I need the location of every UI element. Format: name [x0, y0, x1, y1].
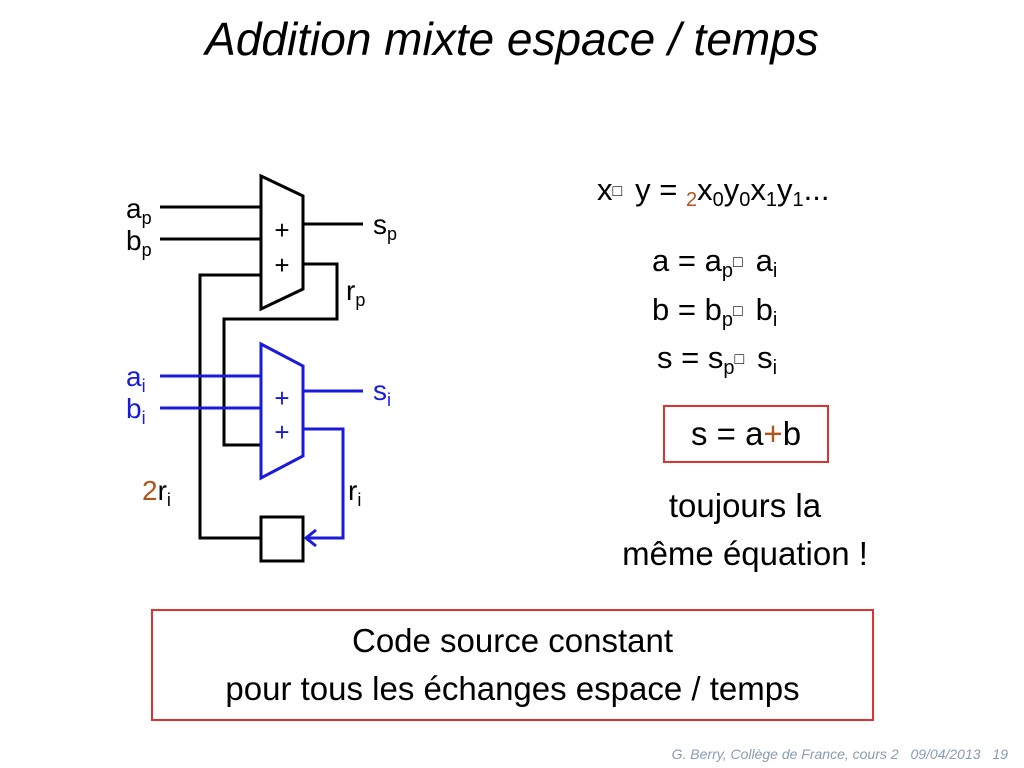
footer-date: 09/04/2013 — [910, 746, 981, 762]
top-adder-plus-1: + — [274, 215, 289, 245]
wire-rp — [222, 262, 339, 447]
label-ri: ri — [348, 475, 361, 510]
missing-glyph-icon: □ — [732, 303, 743, 320]
label-bi: bi — [126, 393, 146, 428]
label-ap: ap — [126, 193, 152, 228]
missing-glyph-icon: □ — [732, 254, 743, 271]
bottom-adder — [160, 341, 363, 548]
bottom-adder-plus-1: + — [274, 383, 289, 413]
label-rp: rp — [346, 275, 365, 310]
label-sp: sp — [373, 209, 397, 244]
remark-line-2: même équation ! — [622, 535, 868, 572]
top-adder-plus-2: + — [274, 250, 289, 280]
label-si: si — [373, 375, 391, 410]
equation-product: x□ y = 2x0y0x1y1... — [597, 172, 830, 211]
remark-line-1: toujours la — [668, 487, 822, 524]
code-box-line-1: Code source constant — [351, 622, 674, 659]
label-ai: ai — [126, 361, 146, 396]
equation-s-definition: s = sp□ si — [657, 340, 778, 379]
code-box-line-2: pour tous les échanges espace / temps — [225, 670, 800, 707]
equation-sum-box: s = a+b — [663, 405, 829, 463]
bottom-adder-plus-2: + — [274, 417, 289, 447]
remark-text: toujours la même équation ! — [560, 482, 930, 578]
code-source-box: Code source constant pour tous les échan… — [151, 609, 874, 721]
label-bp: bp — [126, 225, 152, 260]
register-arrow-head — [303, 528, 317, 548]
equation-a-definition: a = ap□ ai — [652, 243, 778, 282]
register-box — [259, 515, 305, 563]
top-adder-body — [259, 173, 305, 312]
footer-author: G. Berry, Collège de France, cours 2 — [671, 746, 899, 762]
slide-title: Addition mixte espace / temps — [205, 13, 819, 65]
missing-glyph-icon: □ — [612, 183, 623, 200]
equation-b-definition: b = bp□ bi — [652, 292, 778, 331]
missing-glyph-icon: □ — [734, 351, 745, 368]
bottom-adder-body — [259, 341, 305, 481]
footer-page-number: 19 — [992, 746, 1008, 762]
footer: G. Berry, Collège de France, cours 2 09/… — [664, 746, 1008, 762]
label-register-2ri: 2ri — [142, 475, 171, 510]
wire-ri — [303, 427, 345, 540]
